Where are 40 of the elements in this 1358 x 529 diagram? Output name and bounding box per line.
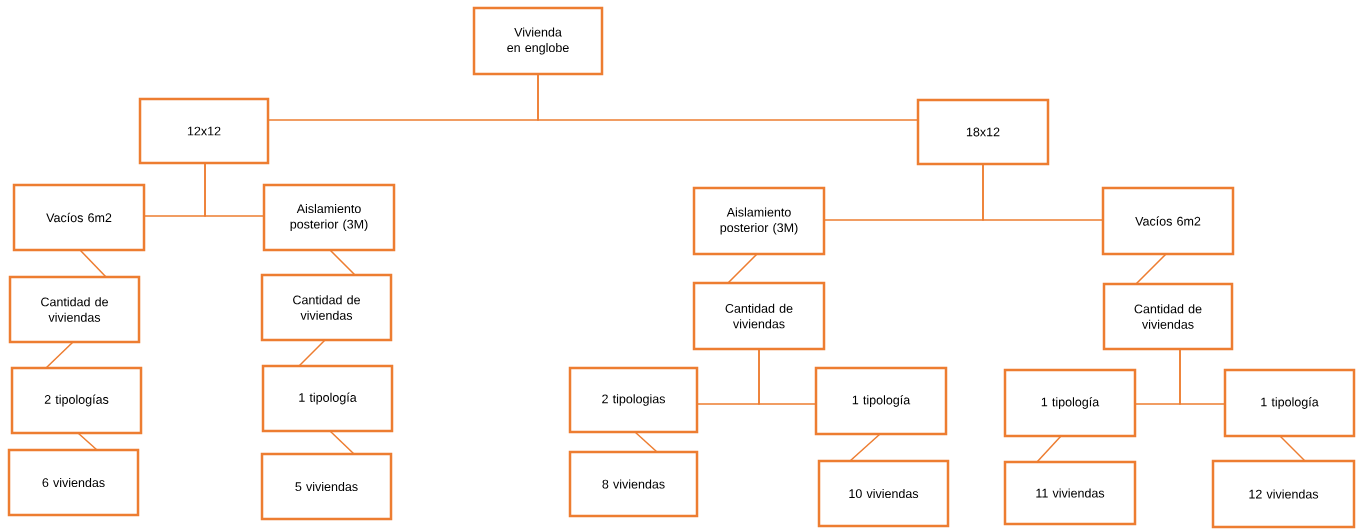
connector-line [204, 162, 265, 217]
tree-box: Aislamiento posterior (3M) [692, 186, 826, 256]
connector-line [758, 348, 817, 405]
tree-box: 12 viviendas [1211, 459, 1356, 529]
tree-box: 18x12 [916, 98, 1050, 166]
tree-box: 2 tipologías [10, 366, 143, 435]
tree-box: Cantidad de viviendas [692, 281, 826, 351]
tree-box: 8 viviendas [568, 450, 699, 518]
tree-box: Vacíos 6m2 [12, 183, 146, 252]
connector-line [727, 253, 758, 284]
connector-line [298, 339, 326, 367]
connector-line [329, 249, 356, 276]
tree-box: 10 viviendas [817, 459, 950, 528]
tree-box: Aislamiento posterior (3M) [262, 183, 396, 252]
tree-box: 5 viviendas [260, 452, 393, 521]
connector-line [79, 249, 107, 278]
connector-line [329, 430, 355, 455]
connector-line [634, 431, 658, 453]
connector-line [537, 73, 919, 121]
connector-line [1135, 253, 1167, 285]
connector-line [77, 432, 98, 451]
connector-line [1036, 435, 1062, 463]
connector-line [982, 163, 1104, 221]
tree-box: 12x12 [138, 97, 270, 165]
tree-box: Vivienda en englobe [472, 6, 604, 76]
tree-box: 1 tipología [1223, 368, 1356, 438]
tree-box: 1 tipología [814, 366, 948, 436]
tree-box: Cantidad de viviendas [8, 275, 141, 344]
connector-line [45, 341, 74, 369]
tree-box: 1 tipología [261, 364, 394, 433]
connector-line [849, 433, 881, 462]
tree-box: 11 viviendas [1003, 460, 1137, 526]
connector-line [1179, 348, 1226, 405]
tree-box: Cantidad de viviendas [1102, 282, 1234, 351]
tree-box: Vacíos 6m2 [1101, 186, 1235, 256]
tree-box: 2 tipologias [568, 366, 699, 434]
tree-box: Cantidad de viviendas [260, 273, 393, 342]
tree-box: 1 tipología [1003, 368, 1137, 438]
tree-box: 6 viviendas [7, 448, 140, 517]
connector-line [1279, 435, 1306, 462]
